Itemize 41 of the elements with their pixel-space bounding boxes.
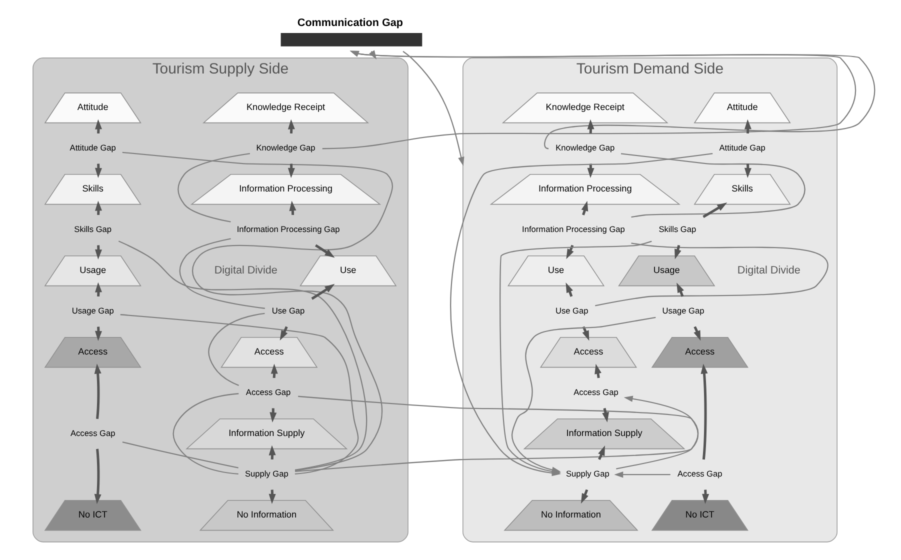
node-text: Supply Gap <box>244 468 288 479</box>
node-text: Attitude Gap <box>719 142 766 153</box>
connector <box>172 393 239 475</box>
arrow <box>402 50 464 166</box>
node-text: Skills Gap <box>658 224 696 234</box>
connector <box>620 153 806 218</box>
node-text: Knowledge Gap <box>556 142 615 153</box>
node-label: Communication Gap <box>297 16 403 29</box>
label: Digital Divide <box>214 264 278 277</box>
node-text: Knowledge Gap <box>256 142 316 153</box>
connector <box>122 152 393 472</box>
arrow <box>614 471 670 478</box>
arrow <box>315 244 335 258</box>
arrow <box>311 284 335 300</box>
node-text: Information Processing Gap <box>522 224 625 234</box>
arrow <box>700 364 708 460</box>
node-text: Supply Gap <box>566 468 610 479</box>
node-text: Usage Gap <box>72 306 114 316</box>
node-text: Skills Gap <box>74 224 112 234</box>
node-text: Use Gap <box>555 306 588 316</box>
arrow <box>702 202 728 218</box>
node-text: Access Gap <box>678 468 722 479</box>
arrow <box>512 316 656 473</box>
connector <box>122 441 238 468</box>
connector <box>178 153 250 222</box>
connector <box>179 238 265 309</box>
arrow <box>94 448 102 504</box>
label: Digital Divide <box>737 264 800 277</box>
node-text: Access Gap <box>246 387 291 398</box>
node-text: Use Gap <box>272 306 305 316</box>
node-box <box>280 33 422 46</box>
node-text: Access Gap <box>70 428 116 438</box>
node-text: Attitude Gap <box>70 142 116 153</box>
connector <box>208 312 265 386</box>
arrow <box>94 364 102 419</box>
connector <box>120 314 359 475</box>
node-text: Access Gap <box>574 387 618 398</box>
node-text: Usage Gap <box>662 306 704 316</box>
connector <box>118 240 367 471</box>
connector <box>595 242 828 306</box>
node-text: Information Processing Gap <box>236 224 340 234</box>
